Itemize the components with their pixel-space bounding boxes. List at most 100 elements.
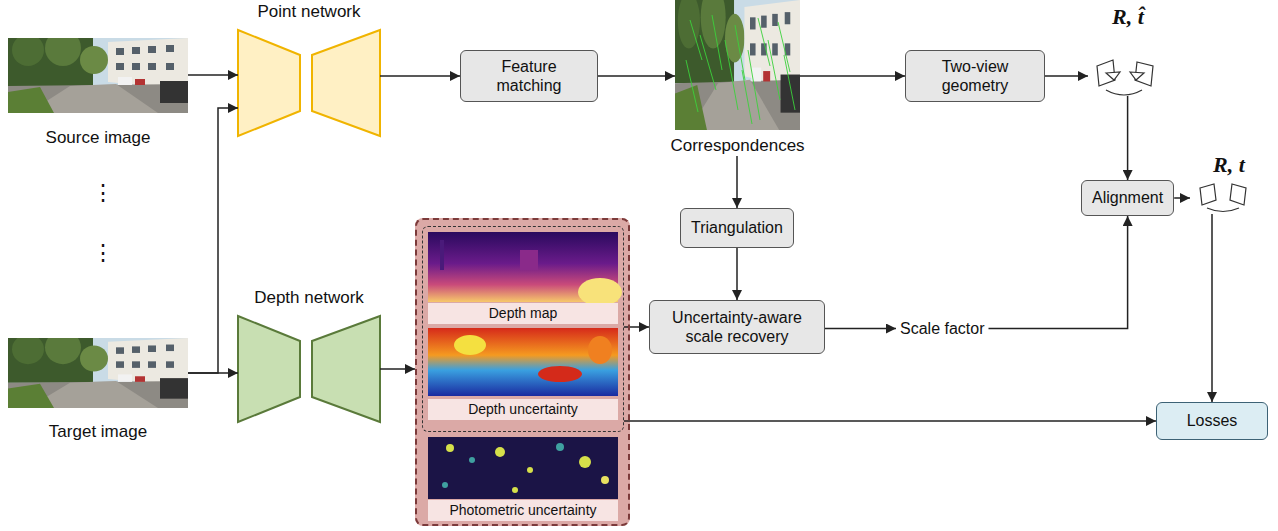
illustration-part: [712, 15, 722, 70]
illustration-part: [1207, 208, 1239, 212]
node-label: Depth network: [254, 288, 364, 308]
connector: [989, 216, 1128, 329]
encoder-decoder-shape: [238, 30, 380, 136]
illustration-part: [784, 55, 795, 110]
illustration-part: [538, 366, 582, 382]
node-label: Feature matching: [471, 57, 587, 95]
output-map: Depth map: [428, 232, 618, 324]
node-label: Source image: [46, 128, 151, 148]
camera-icons: [1097, 60, 1153, 95]
ellipsis-mark: ⋮: [92, 242, 114, 264]
process-box: Two-view geometry: [905, 50, 1045, 102]
connector: [1045, 75, 1088, 77]
illustration-part: [725, 40, 738, 110]
illustration-part: [238, 30, 300, 136]
illustration-part: [312, 30, 380, 136]
illustration-part: [768, 40, 780, 100]
process-box: Triangulation: [680, 208, 794, 248]
node-label: Depth map: [428, 303, 618, 324]
camera-icons: [1200, 184, 1246, 212]
illustration-part: [469, 457, 475, 463]
output-map: Photometric uncertainty: [428, 437, 618, 521]
illustration-part: [686, 60, 698, 112]
illustration-part: [742, 70, 752, 124]
network-block: Point network: [238, 2, 380, 136]
connector: [188, 372, 238, 374]
node-label: Target image: [49, 422, 147, 442]
input-image: Target image: [8, 338, 188, 442]
process-box: Feature matching: [460, 50, 598, 102]
illustration-part: [735, 25, 745, 80]
ellipsis-mark: ⋮: [92, 182, 114, 204]
connector: [624, 326, 649, 328]
correspondence-image: Correspondences: [675, 0, 800, 156]
node-label: Uncertainty-aware scale recovery: [660, 308, 814, 346]
process-box: Uncertainty-aware scale recovery: [649, 300, 825, 354]
connector: [736, 248, 738, 300]
illustration-part: [579, 456, 591, 468]
illustration-part: [556, 443, 564, 451]
node-label: Photometric uncertainty: [428, 500, 618, 521]
node-label: Triangulation: [691, 218, 783, 237]
illustration-part: [238, 316, 300, 422]
output-map: Depth uncertainty: [428, 328, 618, 420]
illustration-part: [454, 335, 486, 355]
network-block: Depth network: [238, 288, 380, 422]
illustration-part: [1106, 72, 1120, 80]
connector: [624, 420, 1156, 422]
node-label: Two-view geometry: [916, 57, 1034, 95]
illustration-part: [686, 15, 795, 124]
illustration-part: [527, 467, 533, 473]
node-label: Correspondences: [670, 136, 804, 156]
illustration-part: [601, 476, 609, 484]
illustration-part: [1230, 184, 1246, 205]
connector: [1127, 96, 1129, 180]
connector: [736, 156, 738, 208]
target-photo: [8, 331, 188, 408]
illustration-part: [1130, 72, 1144, 80]
node-label: Point network: [258, 2, 361, 22]
node-label: Depth uncertainty: [428, 399, 618, 420]
illustration-part: [520, 250, 538, 270]
node-label: R, t: [1213, 152, 1245, 178]
illustration-part: [428, 328, 618, 396]
illustration-part: [748, 50, 760, 120]
source-photo: [8, 30, 188, 113]
connector: [800, 75, 905, 77]
illustration-part: [446, 444, 454, 452]
encoder-decoder-shape: [238, 316, 380, 422]
connector: [188, 108, 238, 373]
illustration-part: [312, 316, 380, 422]
illustration-part: [512, 487, 518, 493]
depth-group: Depth mapDepth uncertainty: [422, 226, 624, 432]
depth-uncertainty-image: [428, 328, 618, 396]
connector: [1211, 214, 1213, 402]
illustration-part: [690, 20, 702, 60]
depth-map-image: [428, 232, 622, 306]
correspondence-photo: [675, 0, 800, 130]
connector: [1174, 197, 1190, 199]
node-label: R, t̂: [1112, 4, 1144, 30]
illustration-part: [442, 482, 448, 488]
node-label: Scale factor: [900, 319, 984, 338]
illustration-part: [1106, 90, 1142, 95]
connector: [380, 368, 415, 370]
illustration-part: [675, 0, 800, 130]
pose-output: R, t̂: [1088, 4, 1168, 96]
node-label: Alignment: [1092, 188, 1163, 207]
connector: [188, 74, 238, 76]
photometric-uncertainty-image: [428, 437, 618, 499]
connector: [598, 75, 675, 77]
illustration-part: [495, 447, 505, 457]
loss-box: Losses: [1156, 402, 1268, 440]
illustration-part: [778, 22, 790, 72]
connector: [825, 328, 896, 330]
illustration-part: [440, 240, 444, 270]
node-label: Losses: [1187, 411, 1238, 430]
illustration-part: [700, 35, 716, 90]
output-group: Depth mapDepth uncertaintyPhotometric un…: [415, 218, 630, 526]
input-image: Source image: [8, 38, 188, 148]
